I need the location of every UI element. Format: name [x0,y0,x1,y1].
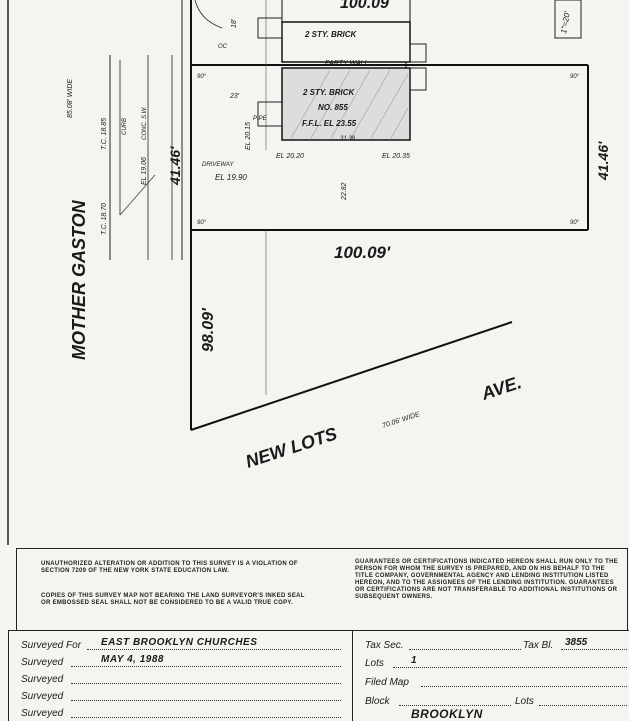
legal-notes-area: UNAUTHORIZED ALTERATION OR ADDITION TO T… [16,548,628,631]
building-upper-label: 2 STY. BRICK [304,30,357,39]
right-lot-dimension: 41.46' [595,141,611,181]
tax-sec-label: Tax Sec. [365,640,404,651]
el-1990: EL 19.90 [215,173,247,182]
tc-1885: T.C. 18.85 [101,118,108,150]
surveyed-for-label: Surveyed For [21,640,82,651]
building-width: 31.38 [340,136,356,142]
corner-angle-bl: 90° [197,220,207,226]
surveyed-label-3: Surveyed [21,674,64,685]
el-2035: EL 20.35 [382,153,410,160]
curb-label: CURB [122,118,128,135]
left-side-dimension: 98.09' [200,307,217,352]
party-wall-label: PARTY WALL [325,60,369,67]
surveyed-for-section: Surveyed For EAST BROOKLYN CHURCHES Surv… [8,631,353,721]
surveyed-label-5: Surveyed [21,708,64,719]
top-street-dimension: 100.09 [340,0,389,12]
street-new-lots-ave: AVE. [478,372,524,404]
building-main-label-1: 2 STY. BRICK [302,88,355,97]
tax-bl-value: 3855 [565,637,588,648]
corner-18: 18' [231,18,238,28]
bottom-lot-dimension: 100.09' [334,243,391,262]
lots-label: Lots [365,658,384,669]
scale-tag: 1"=20' [559,10,572,34]
left-lot-dimension: 41.46' [167,146,183,186]
surveyed-for-value: EAST BROOKLYN CHURCHES [101,637,258,648]
building-main-label-3: F.F.L. EL 23.55 [302,119,357,128]
conc-sw-label: CONC. S.W. [142,106,148,140]
lots-value: 1 [411,655,417,666]
street-new-lots: NEW LOTS [243,423,340,471]
tax-bl-label: Tax Bl. [523,640,554,651]
survey-plan: 100.09 1"=20' MOTHER GASTON 85.08' WIDE … [7,0,611,545]
block-lots-label: Lots [515,696,534,707]
building-main-label-2: NO. 855 [318,103,348,112]
el-2020: EL 20.20 [276,153,304,160]
corner-angle-tr: 90° [570,74,580,80]
street-mother-gaston: MOTHER GASTON [69,199,89,360]
filed-map-label: Filed Map [365,677,409,688]
el-2015: EL 20.15 [245,122,252,150]
corner-angle-br: 90° [570,220,580,226]
note-unauthorized-alteration: UNAUTHORIZED ALTERATION OR ADDITION TO T… [41,561,298,574]
surveyed-date: MAY 4, 1988 [101,654,164,665]
oc-label: OC [218,44,228,50]
driveway-label: DRIVEWAY [202,162,234,168]
tc-1870: T.C. 18.70 [101,203,108,235]
borough-value: BROOKLYN [411,707,483,721]
surveyed-label-2: Surveyed [21,657,64,668]
note-copies-seal: COPIES OF THIS SURVEY MAP NOT BEARING TH… [41,593,305,606]
survey-info-form: Surveyed For EAST BROOKLYN CHURCHES Surv… [8,630,629,721]
surveyed-label-4: Surveyed [21,691,64,702]
street-left-width: 85.08' WIDE [67,79,74,118]
el-1906: EL 19.06 [141,157,148,185]
tax-info-section: Tax Sec. Tax Bl. 3855 Lots 1 Filed Map B… [353,631,629,721]
corner-angle-tl: 90° [197,74,207,80]
dim-23: 23' [229,93,240,100]
street-bottom-width: 70.06' WIDE [381,411,421,430]
note-guarantees: GUARANTEES OR CERTIFICATIONS INDICATED H… [355,559,619,600]
block-label: Block [365,696,390,707]
dim-2282: 22.82 [341,182,348,201]
pipe-label: PIPE [253,116,268,122]
